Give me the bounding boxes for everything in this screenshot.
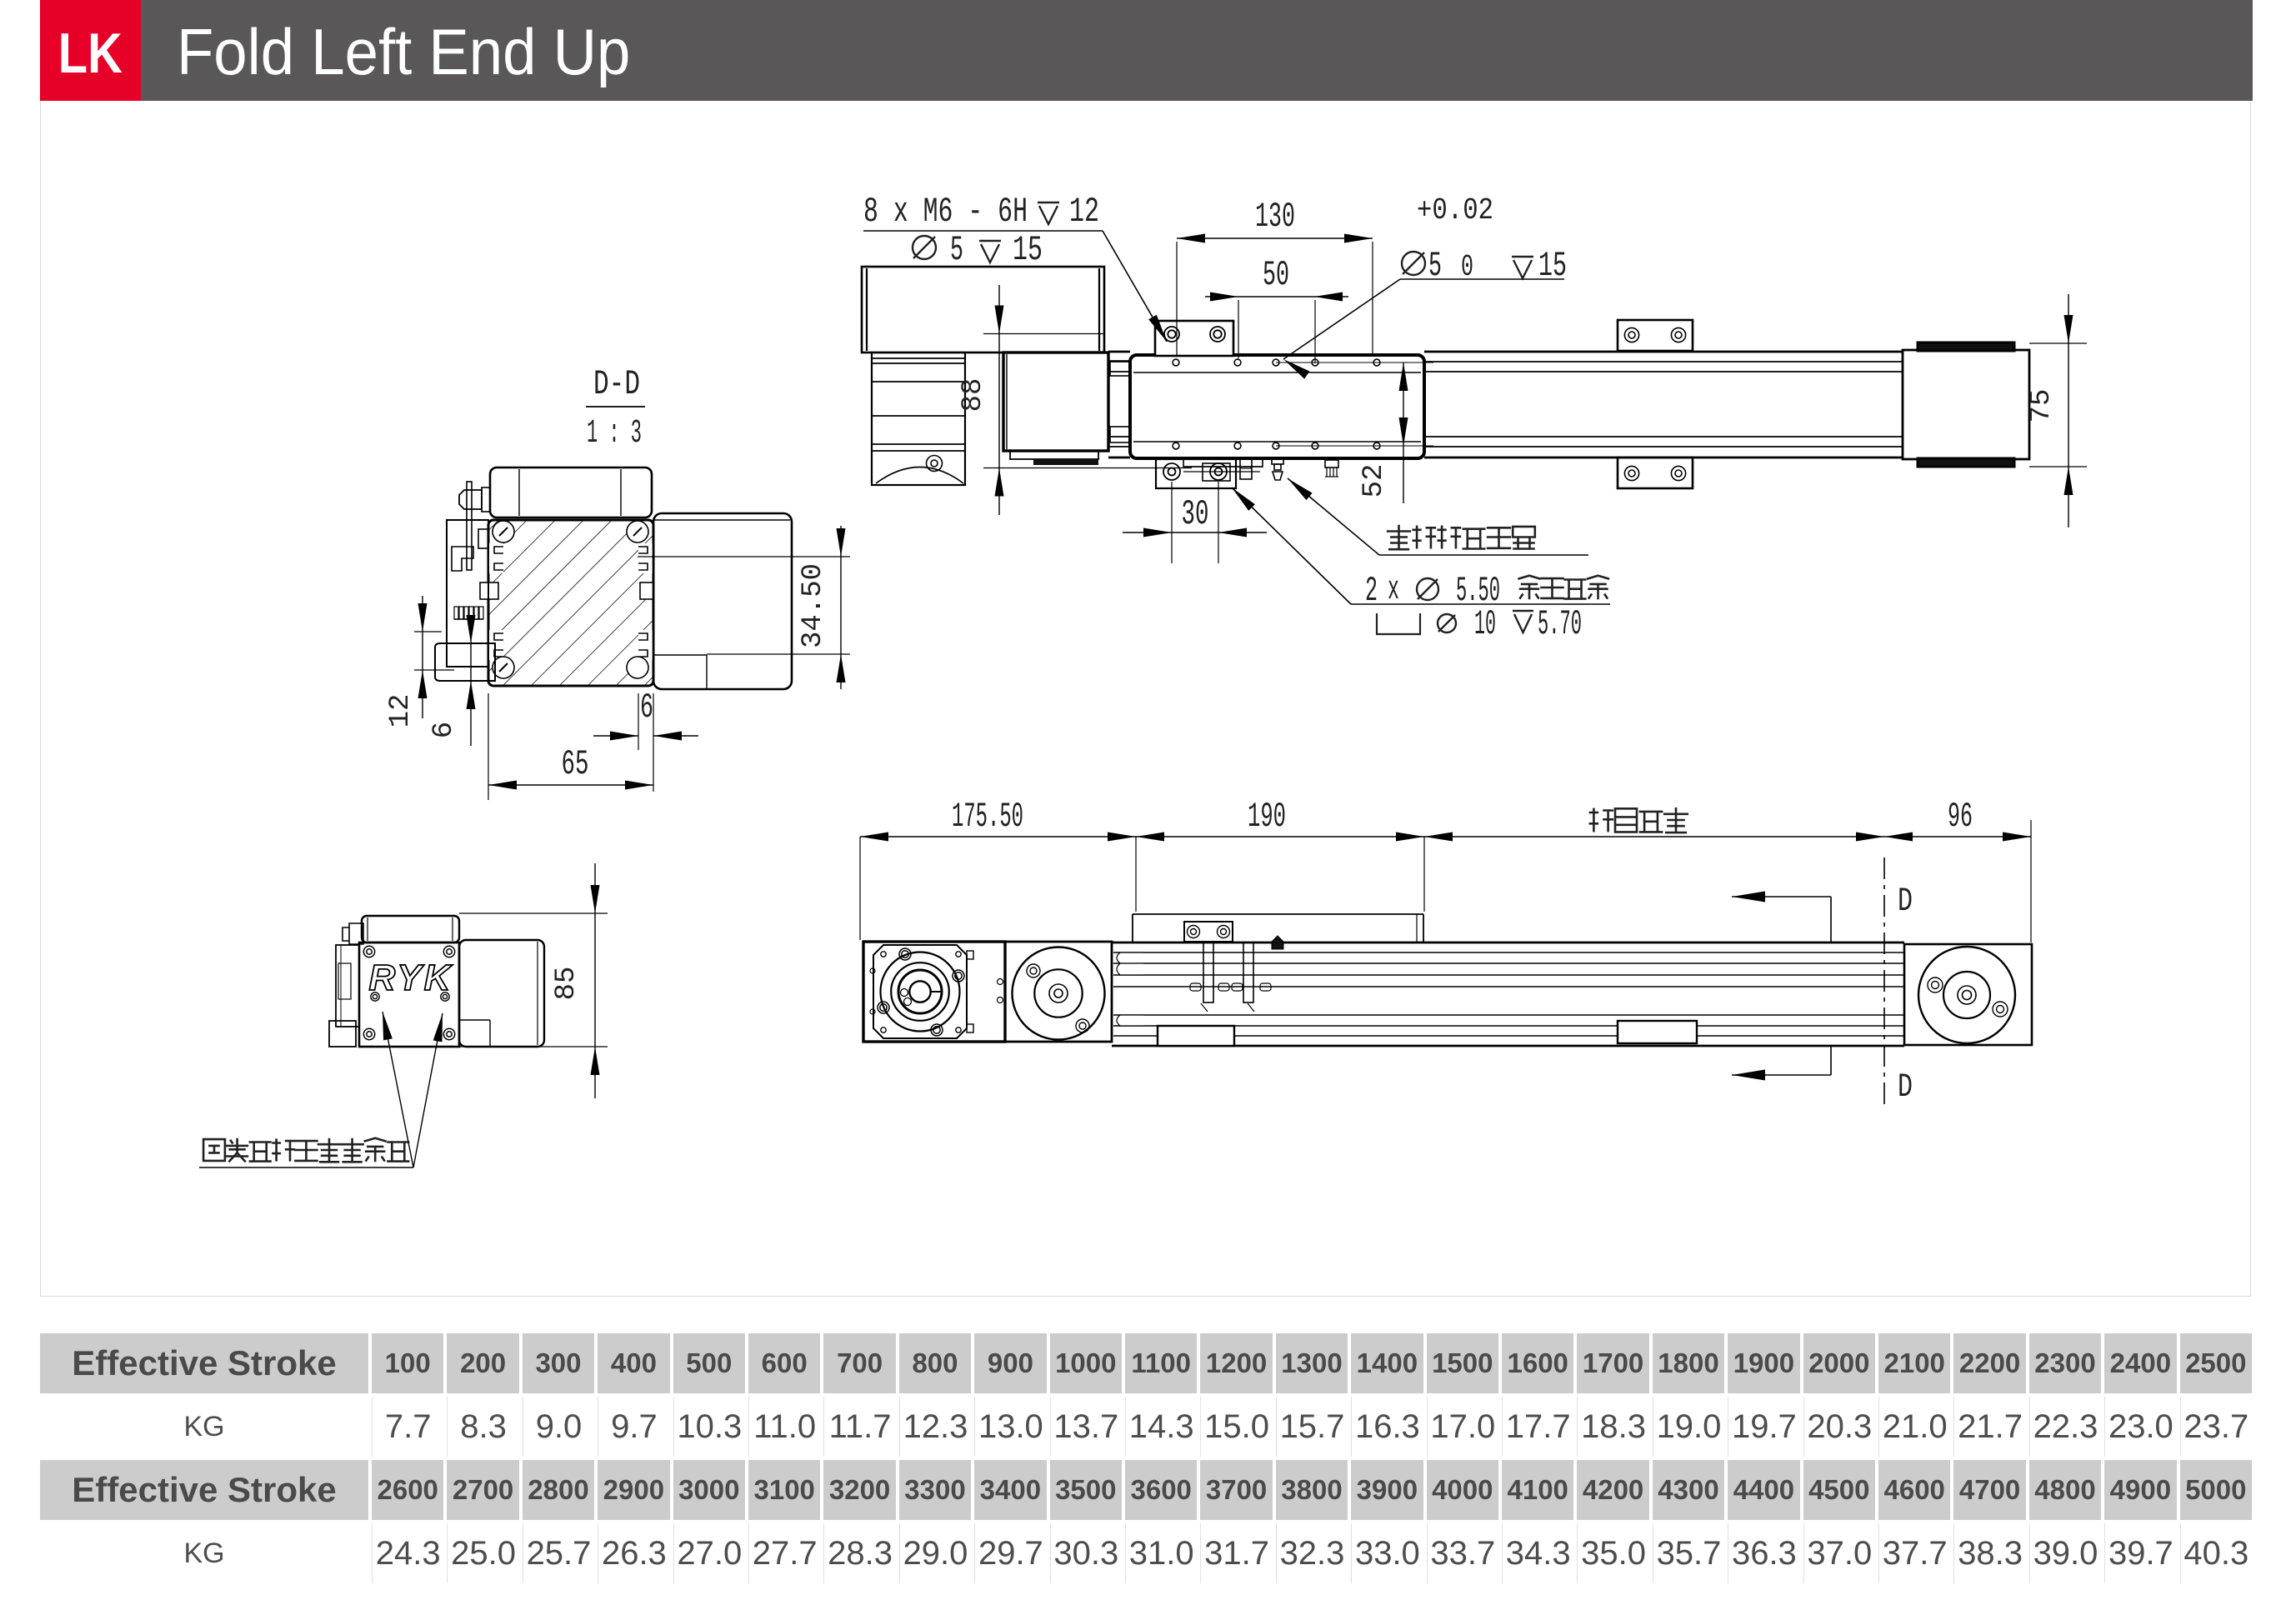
svg-text:88: 88 (958, 378, 989, 412)
svg-text:30: 30 (1182, 494, 1209, 534)
svg-text:5.70: 5.70 (1538, 604, 1582, 644)
svg-text:130: 130 (1255, 197, 1295, 237)
svg-text:190: 190 (1248, 797, 1286, 837)
svg-text:D: D (1898, 1069, 1913, 1107)
svg-text:D: D (1898, 883, 1913, 921)
svg-text:8 x M6 - 6H: 8 x M6 - 6H (863, 192, 1028, 232)
svg-text:85: 85 (551, 967, 583, 1001)
svg-text:52: 52 (1358, 464, 1390, 498)
svg-text:10: 10 (1474, 604, 1496, 644)
svg-text:34.50: 34.50 (798, 563, 829, 648)
svg-text:x: x (1388, 572, 1399, 609)
svg-text:65: 65 (562, 744, 589, 784)
svg-text:75: 75 (2026, 389, 2058, 423)
svg-text:12: 12 (1069, 192, 1099, 232)
svg-text:6: 6 (428, 722, 460, 738)
svg-text:5: 5 (1428, 246, 1442, 286)
svg-text:RYK: RYK (368, 958, 453, 998)
svg-text:1 : 3: 1 : 3 (587, 415, 642, 452)
svg-text:5: 5 (950, 230, 963, 270)
svg-text:2: 2 (1365, 571, 1378, 611)
svg-text:175.50: 175.50 (952, 797, 1023, 837)
svg-text:50: 50 (1263, 255, 1289, 295)
svg-text:D-D: D-D (593, 364, 640, 404)
svg-text:12: 12 (385, 694, 417, 728)
svg-text:96: 96 (1948, 797, 1973, 837)
svg-text:0: 0 (1461, 250, 1473, 284)
svg-text:15: 15 (1013, 230, 1043, 270)
svg-text:+0.02: +0.02 (1417, 193, 1493, 228)
svg-text:6: 6 (640, 688, 653, 728)
